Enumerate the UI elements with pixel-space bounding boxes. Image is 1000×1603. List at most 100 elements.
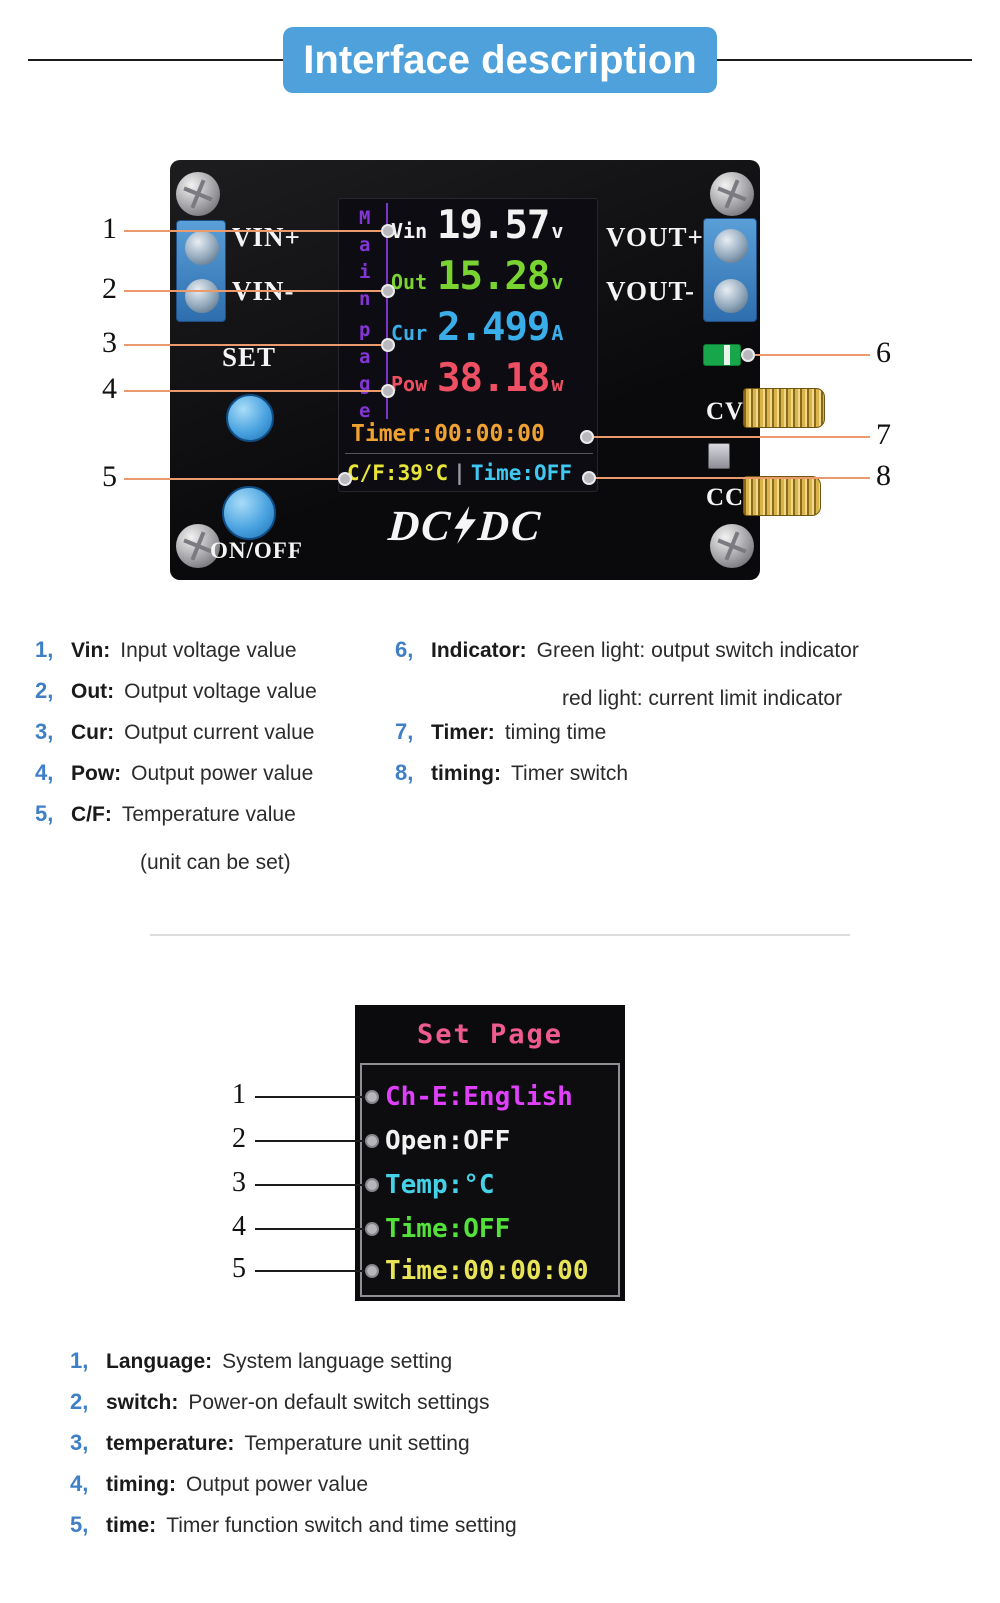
legend-item-label: Out: <box>71 680 115 703</box>
legend-item-desc: Temperature value <box>121 803 296 826</box>
setpage-callout-number-1: 1 <box>232 1079 246 1110</box>
temperature-readout: C/F:39°C <box>347 461 449 485</box>
bullet-dot <box>365 1264 379 1278</box>
main-screen: Main page Vin 19.57 v Out 15.28 v Cur 2.… <box>338 198 598 492</box>
vin-value: 19.57 <box>437 203 550 248</box>
legend-item-desc: Output voltage value <box>124 680 317 703</box>
logo-prefix: DC <box>386 503 454 550</box>
setpage-callout-line-5 <box>255 1270 365 1272</box>
set-item-text: Ch-E:English <box>385 1082 573 1112</box>
output-terminal-block <box>703 218 757 322</box>
legend-item-label: time: <box>106 1514 157 1537</box>
legend-item-number: 4, <box>35 760 54 785</box>
bullet-dot <box>365 1178 379 1192</box>
legend-item-label: Vin: <box>71 639 111 662</box>
set-page-panel: Set Page Ch-E:English Open:OFF Temp:°C T… <box>355 1005 625 1301</box>
callout-number-4: 4 <box>102 372 117 405</box>
pow-value: 38.18 <box>437 356 550 401</box>
pow-label: Pow <box>391 372 428 396</box>
screen-separator <box>345 453 593 454</box>
callout-line-4 <box>124 390 386 392</box>
legend-item-desc: Output power value <box>185 1473 369 1496</box>
callout-line-1 <box>124 230 386 232</box>
legend-item-number: 1, <box>70 1348 89 1373</box>
logo-suffix: DC <box>476 503 544 550</box>
indicator-led <box>703 344 741 366</box>
onoff-button <box>222 486 276 540</box>
legend-item-label: timing: <box>106 1473 176 1496</box>
legend-item: 5, C/F: Temperature value <box>35 801 317 842</box>
dcdc-logo: DC DC <box>168 502 761 551</box>
cv-potentiometer <box>743 388 825 428</box>
callout-dot-1 <box>381 224 395 238</box>
legend-item-desc: Output current value <box>124 721 315 744</box>
screw-icon <box>176 524 220 568</box>
callout-dot-6 <box>741 348 755 362</box>
set-item-text: Temp:°C <box>385 1170 495 1200</box>
legend-item-label: timing: <box>431 762 501 785</box>
vout-minus-label: VOUT- <box>606 276 695 306</box>
callout-number-7: 7 <box>876 418 891 451</box>
legend-item: 1, Language: System language setting <box>70 1348 517 1389</box>
out-label: Out <box>391 270 428 294</box>
callout-line-7 <box>593 436 870 438</box>
legend-item-label: Cur: <box>71 721 115 744</box>
bullet-dot <box>365 1090 379 1104</box>
page-title: Interface description <box>283 27 717 93</box>
callout-dot-5 <box>338 472 352 486</box>
device-panel: VIN+ VIN- VOUT+ VOUT- SET ON/OFF Main pa… <box>168 160 825 580</box>
bullet-dot <box>365 1134 379 1148</box>
cur-value: 2.499 <box>437 305 550 350</box>
screen-status-row: C/F:39°C | Time:OFF <box>347 457 572 489</box>
legend-item-number: 4, <box>70 1471 89 1496</box>
setpage-callout-line-2 <box>255 1140 365 1142</box>
set-item-text: Time:00:00:00 <box>385 1256 589 1286</box>
onoff-button-label: ON/OFF <box>210 538 303 563</box>
set-item-temperature: Temp:°C <box>365 1169 495 1201</box>
legend-item-label: Pow: <box>71 762 122 785</box>
callout-line-6 <box>752 354 870 356</box>
legend-item: 1, Vin: Input voltage value <box>35 637 317 678</box>
status-divider: | <box>453 461 466 485</box>
legend-item-continuation: red light: current limit indicator <box>562 686 843 710</box>
set-button <box>226 394 274 442</box>
pow-readout: Pow 38.18 w <box>391 356 595 407</box>
legend-item: 8, timing: Timer switch <box>395 760 859 801</box>
cv-label: CV <box>706 398 745 425</box>
cc-label: CC <box>706 484 745 511</box>
legend-item-number: 2, <box>35 678 54 703</box>
set-item-timing: Time:OFF <box>365 1213 510 1245</box>
cc-potentiometer <box>743 476 821 516</box>
legend-item-number: 3, <box>35 719 54 744</box>
vin-readout: Vin 19.57 v <box>391 203 595 254</box>
callout-line-2 <box>124 290 386 292</box>
screw-icon <box>710 524 754 568</box>
legend2: 1, Language: System language setting 2, … <box>70 1348 517 1553</box>
legend-item-desc: Input voltage value <box>120 639 297 662</box>
legend-item-desc: Output power value <box>131 762 314 785</box>
bullet-dot <box>365 1222 379 1236</box>
trimmer-component <box>708 443 730 469</box>
callout-line-8 <box>595 477 870 479</box>
legend-item-label: switch: <box>106 1391 179 1414</box>
legend-item: 7, Timer: timing time <box>395 719 859 760</box>
timer-readout: Timer:00:00:00 <box>351 421 545 447</box>
legend-item-label: C/F: <box>71 803 112 826</box>
callout-dot-8 <box>582 471 596 485</box>
legend1-left-column: 1, Vin: Input voltage value 2, Out: Outp… <box>35 637 317 883</box>
section-divider <box>150 934 850 936</box>
vin-label: Vin <box>391 219 428 243</box>
out-unit: v <box>551 270 564 294</box>
legend-item-label: Indicator: <box>431 639 527 662</box>
setpage-callout-number-2: 2 <box>232 1123 246 1154</box>
setpage-callout-number-5: 5 <box>232 1253 246 1284</box>
legend-item-number: 7, <box>395 719 414 744</box>
vout-plus-label: VOUT+ <box>606 222 704 252</box>
setpage-callout-line-4 <box>255 1228 365 1230</box>
legend-item: 3, temperature: Temperature unit setting <box>70 1430 517 1471</box>
callout-number-6: 6 <box>876 336 891 369</box>
callout-dot-4 <box>381 384 395 398</box>
legend-item-number: 5, <box>35 801 54 826</box>
time-switch-readout: Time:OFF <box>470 461 572 485</box>
